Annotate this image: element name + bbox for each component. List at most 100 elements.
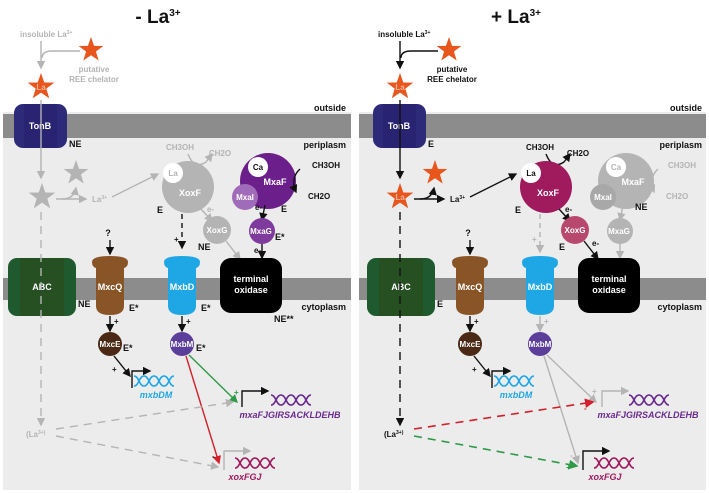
mxcq-sensor — [92, 256, 128, 315]
compartment-periplasm: periplasm — [303, 140, 346, 150]
svg-text:Ca: Ca — [611, 163, 622, 172]
svg-text:La: La — [395, 193, 405, 202]
mxai-protein — [590, 184, 616, 210]
insoluble-la-label: insoluble La3+ — [378, 30, 430, 39]
svg-text:MxcE: MxcE — [100, 340, 122, 349]
svg-text:oxidase: oxidase — [234, 285, 268, 295]
svg-text:+: + — [592, 387, 597, 396]
xoxf-status: E — [515, 205, 521, 215]
svg-text:MxcQ: MxcQ — [458, 282, 483, 292]
svg-text:MxbM: MxbM — [529, 340, 552, 349]
svg-text:-: - — [212, 452, 215, 461]
svg-text:MxbD: MxbD — [528, 282, 553, 292]
svg-text:CH3OH: CH3OH — [526, 143, 554, 152]
mxag-protein — [249, 218, 275, 244]
panel-plus-la: + La3+ outside periplasm cytoplasm insol… — [359, 7, 706, 490]
svg-text:oxidase: oxidase — [592, 285, 626, 295]
svg-text:terminal: terminal — [233, 274, 268, 284]
free-la-label: La3+ — [450, 195, 465, 204]
svg-text:TonB: TonB — [29, 121, 52, 131]
compartment-periplasm: periplasm — [659, 140, 702, 150]
svg-text:La: La — [395, 83, 405, 92]
chelator-label: putative — [79, 65, 110, 74]
compartment-outside: outside — [670, 103, 702, 113]
svg-text:ABC: ABC — [32, 282, 52, 292]
svg-text:MxcE: MxcE — [460, 340, 482, 349]
mxbm-regulator — [528, 332, 552, 356]
mxai-protein — [232, 184, 258, 210]
gene-mxa: mxaFJGIRSACKLDEHB — [239, 410, 341, 420]
gene-xox: xoxFGJ — [227, 472, 262, 482]
svg-text:CH3OH: CH3OH — [166, 143, 194, 152]
mxce-regulator — [458, 332, 482, 356]
gene-mxbdm: mxbDM — [140, 390, 173, 400]
svg-text:ABC: ABC — [391, 282, 411, 292]
svg-text:MxaF: MxaF — [621, 177, 645, 187]
svg-text:e-: e- — [255, 203, 262, 212]
insoluble-la-label: insoluble La3+ — [20, 30, 72, 39]
svg-text:XoxG: XoxG — [565, 226, 586, 235]
svg-text:?: ? — [105, 228, 111, 238]
gene-xox: xoxFGJ — [587, 472, 622, 482]
panel-title: - La3+ — [135, 7, 180, 28]
xoxg-protein — [561, 216, 589, 244]
svg-text:Ca: Ca — [253, 163, 264, 172]
svg-text:La: La — [36, 83, 46, 92]
panel-minus-la: - La3+ outside periplasm cytoplasm insol… — [3, 7, 351, 490]
svg-text:+: + — [472, 365, 477, 374]
svg-text:+: + — [112, 365, 117, 374]
svg-text:+: + — [544, 317, 549, 326]
svg-text:La: La — [168, 169, 178, 178]
svg-text:e-: e- — [592, 239, 599, 248]
compartment-cytoplasm: cytoplasm — [301, 302, 346, 312]
compartment-outside: outside — [314, 103, 346, 113]
mxcq-status: E* — [129, 303, 139, 313]
mxce-status: E* — [123, 343, 133, 353]
svg-text:La: La — [526, 169, 536, 178]
svg-text:-: - — [584, 404, 587, 413]
chelator-label-2: REE chelator — [427, 75, 477, 84]
svg-text:CH3OH: CH3OH — [312, 161, 340, 170]
xoxg-status: E — [559, 242, 565, 252]
svg-text:CH3OH: CH3OH — [668, 161, 696, 170]
mxbm-status: E* — [196, 343, 206, 353]
chelator-star-icon — [78, 37, 104, 61]
chelator-label: putative — [437, 65, 468, 74]
svg-text:XoxF: XoxF — [537, 188, 560, 198]
svg-text:e-: e- — [207, 205, 214, 214]
mxaf-status: NE — [635, 202, 648, 212]
intracellular-la-label: (La3+) — [26, 430, 46, 439]
svg-text:XoxF: XoxF — [179, 188, 202, 198]
tonb-status: NE — [69, 139, 82, 149]
svg-text:+: + — [566, 463, 571, 472]
mxce-regulator — [98, 332, 122, 356]
svg-text:-: - — [570, 451, 573, 460]
svg-text:MxbD: MxbD — [170, 282, 195, 292]
svg-text:XoxG: XoxG — [207, 226, 228, 235]
svg-text:+: + — [114, 317, 119, 326]
svg-text:MxcQ: MxcQ — [98, 282, 123, 292]
svg-text:MxbM: MxbM — [171, 340, 194, 349]
svg-text:e-: e- — [565, 205, 572, 214]
svg-text:+: + — [234, 388, 239, 397]
terminal-oxidase — [220, 258, 282, 313]
svg-text:e-: e- — [254, 246, 261, 255]
svg-text:MxaG: MxaG — [608, 227, 630, 236]
mxaf-status: E — [281, 204, 287, 214]
svg-text:CH2O: CH2O — [209, 149, 231, 158]
svg-text:+: + — [474, 317, 479, 326]
mxbd-status: E* — [201, 303, 211, 313]
abc-status: NE — [78, 299, 91, 309]
gene-mxbdm: mxbDM — [500, 390, 533, 400]
xoxg-status: NE — [198, 242, 211, 252]
oxidase-status: NE** — [274, 314, 294, 324]
compartment-cytoplasm: cytoplasm — [657, 302, 702, 312]
svg-text:terminal: terminal — [591, 274, 626, 284]
svg-text:+: + — [174, 235, 179, 244]
intracellular-la-label: (La3+) — [384, 430, 404, 439]
svg-text:CH2O: CH2O — [567, 149, 589, 158]
gene-mxa: mxaFJGIRSACKLDEHB — [597, 410, 699, 420]
mxbd-sensor — [522, 256, 558, 315]
mxag-protein — [607, 218, 633, 244]
